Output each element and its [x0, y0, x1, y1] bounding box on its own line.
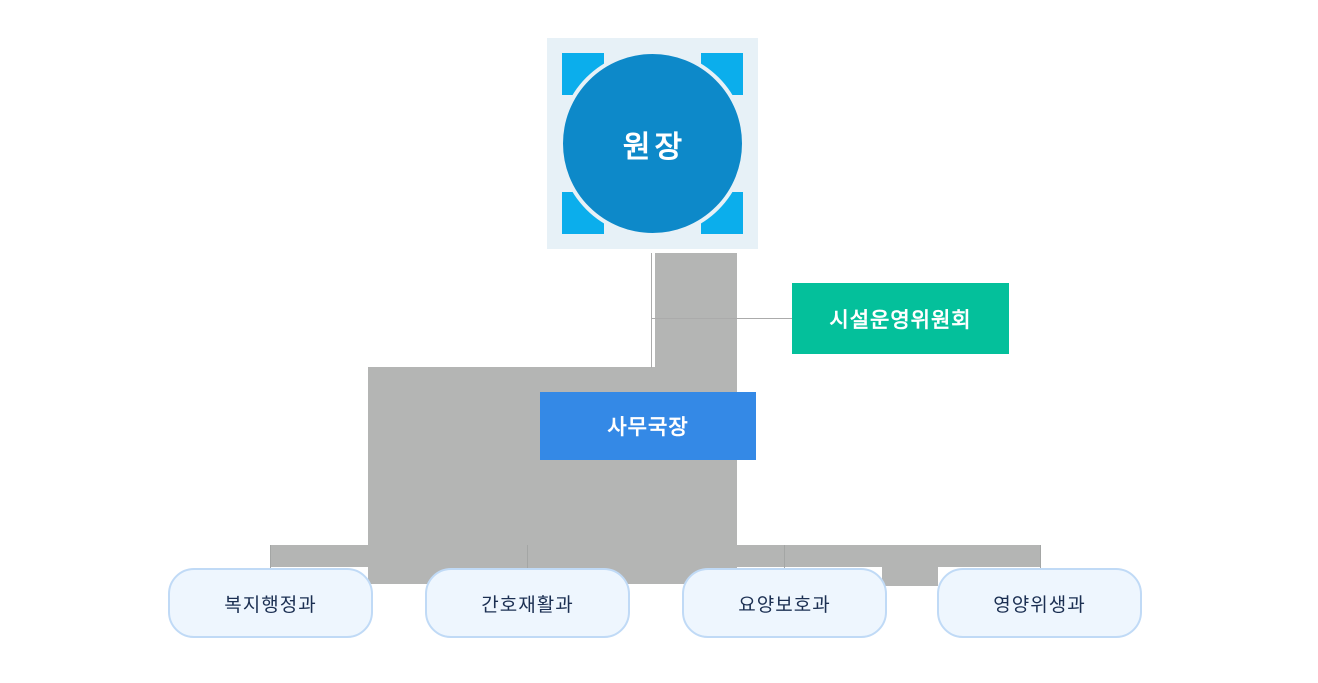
department-node: 요양보호과 [682, 568, 887, 638]
connector-departments-band [270, 545, 1040, 567]
director-node: 원장 [547, 38, 758, 249]
office-manager-node: 사무국장 [540, 392, 756, 460]
department-node: 영양위생과 [937, 568, 1142, 638]
department-label: 복지행정과 [224, 594, 317, 616]
connector-dept-tick [270, 545, 271, 571]
director-circle: 원장 [559, 50, 746, 237]
department-label: 영양위생과 [993, 594, 1086, 616]
connector-trunk-bar [655, 253, 737, 367]
committee-node: 시설운영위원회 [792, 283, 1009, 354]
connector-committee-line [652, 318, 792, 319]
connector-dept-tick [1040, 545, 1041, 571]
connector-gap-stub [882, 545, 938, 586]
connector-director-stem-line [651, 253, 652, 368]
department-node: 복지행정과 [168, 568, 373, 638]
committee-label: 시설운영위원회 [829, 308, 972, 332]
director-label: 원장 [622, 130, 687, 164]
department-node: 간호재활과 [425, 568, 630, 638]
office-manager-label: 사무국장 [607, 416, 689, 439]
department-label: 요양보호과 [738, 594, 831, 616]
connector-dept-tick [527, 545, 528, 571]
connector-dept-tick [784, 545, 785, 571]
department-label: 간호재활과 [481, 594, 574, 616]
